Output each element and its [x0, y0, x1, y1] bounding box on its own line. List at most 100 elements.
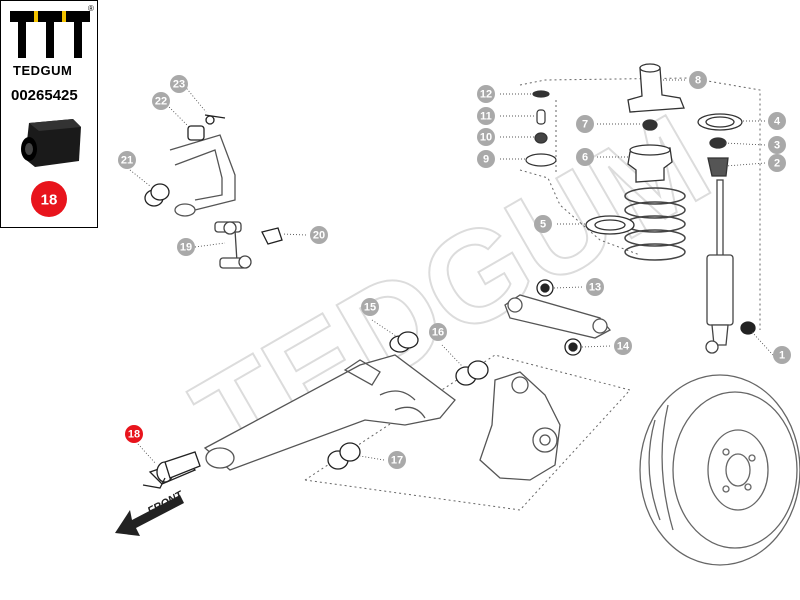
callout-circle [768, 136, 786, 154]
callout-label: 6 [582, 152, 588, 164]
callout-label: 19 [180, 242, 192, 254]
trailing-arm [203, 354, 456, 471]
stabilizer-link [214, 221, 252, 269]
stabilizer-bar [169, 134, 236, 217]
callout-12[interactable]: 12 [477, 85, 495, 103]
callout-label: 13 [589, 282, 601, 294]
callout-9[interactable]: 9 [477, 150, 495, 168]
registered-mark: ® [88, 4, 94, 13]
callout-circle [310, 226, 328, 244]
shock-absorber [705, 179, 734, 354]
bushing-1 [740, 321, 756, 335]
callout-label: 23 [173, 79, 185, 91]
callout-19[interactable]: 19 [177, 238, 195, 256]
callout-6[interactable]: 6 [576, 148, 594, 166]
bushing-17 [327, 442, 361, 470]
callout-label: 11 [480, 111, 492, 123]
wheel-tire [639, 374, 800, 566]
strut-mount-parts [585, 63, 743, 235]
callout-label: 1 [779, 350, 785, 362]
callout-5[interactable]: 5 [534, 215, 552, 233]
callout-label: 22 [155, 96, 167, 108]
bushing-15 [389, 331, 419, 353]
callout-10[interactable]: 10 [477, 128, 495, 146]
callout-1[interactable]: 1 [773, 346, 791, 364]
callout-4[interactable]: 4 [768, 112, 786, 130]
callout-label: 21 [121, 155, 133, 167]
callout-label: 4 [774, 116, 781, 128]
callout-14[interactable]: 14 [614, 337, 632, 355]
callout-circle [534, 215, 552, 233]
callout-label: 10 [480, 132, 492, 144]
callout-circle [576, 115, 594, 133]
part-number: 00265425 [11, 87, 78, 104]
callout-label: 16 [432, 327, 444, 339]
callout-circle [170, 75, 188, 93]
front-arrow: FRONT [115, 489, 186, 536]
callout-circle [177, 238, 195, 256]
product-info-box: ® TEDGUM 00265425 18 [0, 0, 98, 228]
callout-2[interactable]: 2 [768, 154, 786, 172]
bushing-20 [261, 227, 283, 245]
tedgum-logo [10, 11, 90, 58]
callout-label: 7 [582, 119, 588, 131]
highlight-badge: 18 [31, 181, 67, 217]
callout-circle [477, 128, 495, 146]
callout-17[interactable]: 17 [388, 451, 406, 469]
callout-circle [125, 425, 143, 443]
callout-circle [773, 346, 791, 364]
callout-circle [614, 337, 632, 355]
callout-circle [768, 154, 786, 172]
bushing-21 [144, 183, 170, 207]
bolt-23 [204, 114, 226, 125]
brand-name: TEDGUM [13, 63, 73, 78]
bushing-product-image [21, 119, 81, 167]
callout-circle [477, 107, 495, 125]
callout-21[interactable]: 21 [118, 151, 136, 169]
callout-label: 15 [364, 302, 376, 314]
bushing-16 [455, 360, 489, 386]
callout-18[interactable]: 18 [125, 425, 143, 443]
highlight-badge-label: 18 [41, 192, 58, 209]
callout-circle [152, 92, 170, 110]
bushing-14 [564, 338, 582, 356]
callout-label: 2 [774, 158, 780, 170]
callout-11[interactable]: 11 [477, 107, 495, 125]
callout-16[interactable]: 16 [429, 323, 447, 341]
callout-8[interactable]: 8 [689, 71, 707, 89]
callout-20[interactable]: 20 [310, 226, 328, 244]
callout-13[interactable]: 13 [586, 278, 604, 296]
callout-label: 12 [480, 89, 492, 101]
callout-circle [576, 148, 594, 166]
callout-label: 5 [540, 219, 546, 231]
callout-circle [689, 71, 707, 89]
bushings [144, 114, 756, 470]
callout-circle [388, 451, 406, 469]
callout-label: 3 [774, 140, 780, 152]
callout-15[interactable]: 15 [361, 298, 379, 316]
leader-lines [129, 79, 774, 465]
small-mount-parts [525, 90, 557, 167]
part-18-bushing[interactable] [142, 451, 201, 489]
callout-circle [477, 85, 495, 103]
callout-label: 14 [617, 341, 630, 353]
callout-23[interactable]: 23 [170, 75, 188, 93]
callout-circle [118, 151, 136, 169]
callout-3[interactable]: 3 [768, 136, 786, 154]
bushing-13 [536, 279, 554, 297]
callout-label: 20 [313, 230, 325, 242]
callout-7[interactable]: 7 [576, 115, 594, 133]
callout-circle [586, 278, 604, 296]
callout-circle [429, 323, 447, 341]
callout-circle [361, 298, 379, 316]
callout-circle [768, 112, 786, 130]
callout-label: 18 [128, 429, 140, 441]
steering-knuckle [479, 371, 561, 481]
callout-label: 9 [483, 154, 489, 166]
bushing-22 [187, 125, 205, 141]
callout-22[interactable]: 22 [152, 92, 170, 110]
callout-label: 17 [391, 455, 403, 467]
callout-circle [477, 150, 495, 168]
